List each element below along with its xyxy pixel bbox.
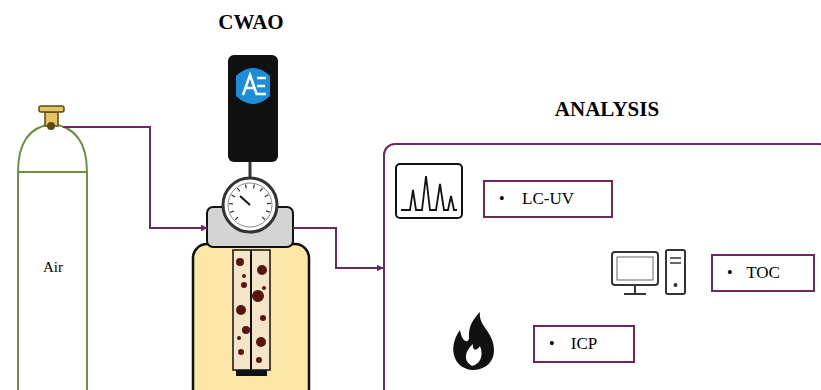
method-box: •ICP — [533, 325, 635, 363]
analysis-panel: ANALYSIS•LC-UV•TOC•ICP — [383, 143, 821, 390]
gauge-tick — [262, 217, 265, 220]
gauge-tick — [260, 188, 262, 191]
gauge-tick — [265, 195, 268, 197]
chromatogram-icon — [396, 164, 462, 218]
computer-icon — [612, 250, 685, 294]
method-label: TOC — [713, 263, 813, 283]
bubble — [242, 326, 250, 334]
gauge-tick — [266, 211, 270, 212]
gauge-tick — [253, 184, 255, 188]
gauge-tick — [237, 188, 239, 191]
bubble — [256, 337, 266, 347]
gauge-tick — [267, 203, 271, 205]
reactor — [193, 178, 309, 390]
gauge-tick — [232, 195, 236, 197]
method-label: ICP — [535, 334, 633, 354]
method-box: •TOC — [711, 254, 815, 292]
bubble — [242, 274, 246, 278]
flow-line — [293, 228, 383, 268]
gauge-tick — [245, 184, 247, 188]
stirrer-motor — [228, 55, 278, 180]
flame-icon — [453, 312, 494, 370]
gauge-tick — [235, 217, 238, 220]
bubble — [256, 357, 262, 363]
bubble — [262, 286, 266, 290]
bullet: • — [549, 335, 555, 353]
bubbles — [236, 258, 267, 363]
bubble — [238, 349, 244, 355]
bubble — [252, 290, 264, 302]
air-cylinder-node: Air — [18, 104, 88, 390]
bubble — [241, 282, 247, 288]
gauge-tick — [230, 211, 234, 212]
air-cylinder — [18, 106, 87, 390]
bubble — [260, 315, 266, 321]
method-box: •LC-UV — [483, 180, 613, 218]
bubble — [236, 305, 246, 315]
bubble — [257, 265, 267, 275]
bullet: • — [727, 264, 733, 282]
bubble — [236, 258, 244, 266]
flow-line — [63, 127, 207, 228]
section-heading: CWAO — [218, 10, 283, 35]
bubble — [237, 336, 241, 340]
section-heading: ANALYSIS — [555, 97, 659, 122]
gauge-tick — [229, 203, 233, 204]
cylinder-label: Air — [18, 259, 88, 276]
gauge-ticks — [229, 184, 271, 219]
method-label: LC-UV — [485, 189, 611, 209]
bullet: • — [499, 190, 505, 208]
reactor-node: CWAO — [193, 162, 309, 390]
